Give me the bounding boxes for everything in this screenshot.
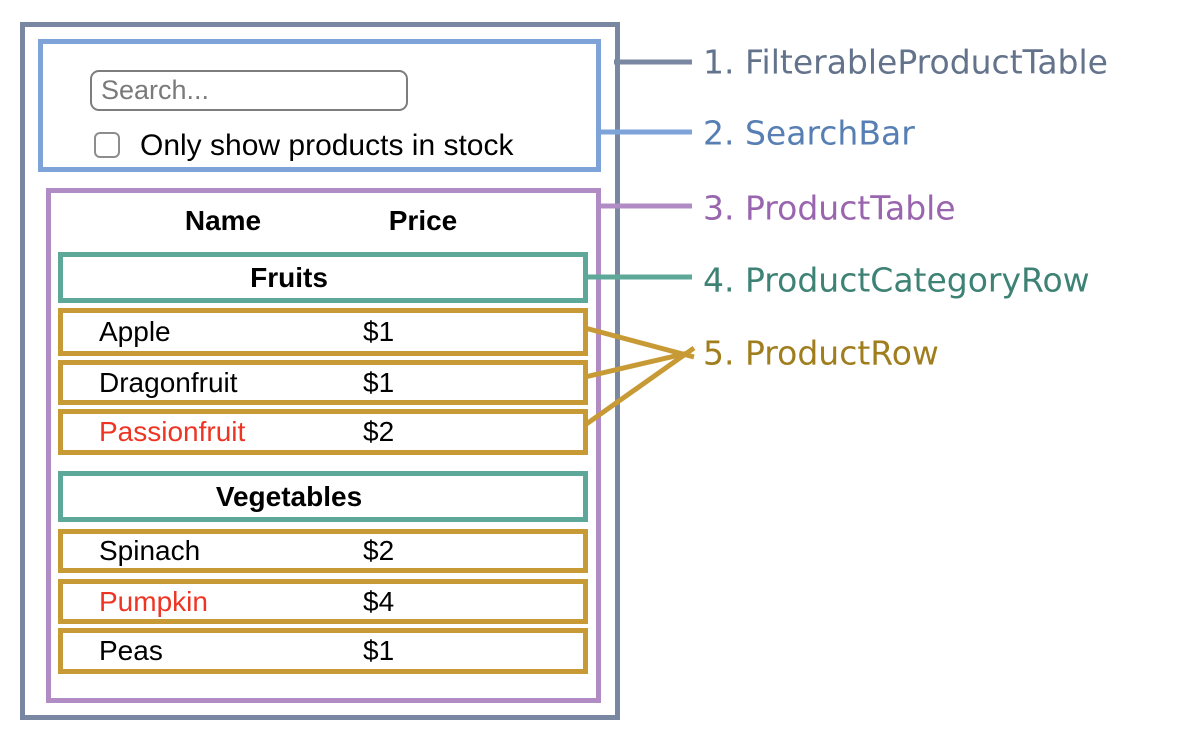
legend-product-table: 3. ProductTable xyxy=(703,188,956,228)
product-row-passionfruit: Passionfruit $2 xyxy=(58,409,588,455)
product-name: Dragonfruit xyxy=(99,366,238,398)
legend-product-row: 5. ProductRow xyxy=(703,333,939,373)
product-price: $1 xyxy=(363,316,395,347)
product-row-apple: Apple $1 xyxy=(58,308,588,356)
product-price: $1 xyxy=(363,635,395,666)
product-price: $2 xyxy=(363,416,395,447)
product-price: $2 xyxy=(363,535,395,566)
category-label: Vegetables xyxy=(215,480,363,512)
in-stock-checkbox-label: Only show products in stock xyxy=(140,129,514,162)
product-name: Spinach xyxy=(99,535,201,566)
product-row-pumpkin: Pumpkin $4 xyxy=(58,579,588,624)
product-row-peas: Peas $1 xyxy=(58,628,588,674)
product-name-out-of-stock: Passionfruit xyxy=(99,416,246,447)
search-bar-box xyxy=(38,39,601,172)
legend-filterable-product-table: 1. FilterableProductTable xyxy=(703,42,1108,82)
product-table-box xyxy=(46,188,601,703)
category-row-fruits: Fruits xyxy=(58,252,588,303)
product-name: Peas xyxy=(99,635,163,666)
product-name-out-of-stock: Pumpkin xyxy=(99,585,208,617)
category-label: Fruits xyxy=(250,261,328,293)
product-price: $4 xyxy=(363,585,395,617)
category-row-vegetables: Vegetables xyxy=(58,471,588,522)
product-row-spinach: Spinach $2 xyxy=(58,529,588,573)
column-header-price: Price xyxy=(388,205,458,236)
product-row-dragonfruit: Dragonfruit $1 xyxy=(58,360,588,405)
column-header-name: Name xyxy=(184,205,262,236)
in-stock-checkbox[interactable] xyxy=(94,132,120,158)
search-input[interactable] xyxy=(90,70,408,111)
product-price: $1 xyxy=(363,366,395,398)
product-name: Apple xyxy=(99,316,171,347)
legend-search-bar: 2. SearchBar xyxy=(703,113,915,153)
legend-product-category-row: 4. ProductCategoryRow xyxy=(703,260,1090,300)
